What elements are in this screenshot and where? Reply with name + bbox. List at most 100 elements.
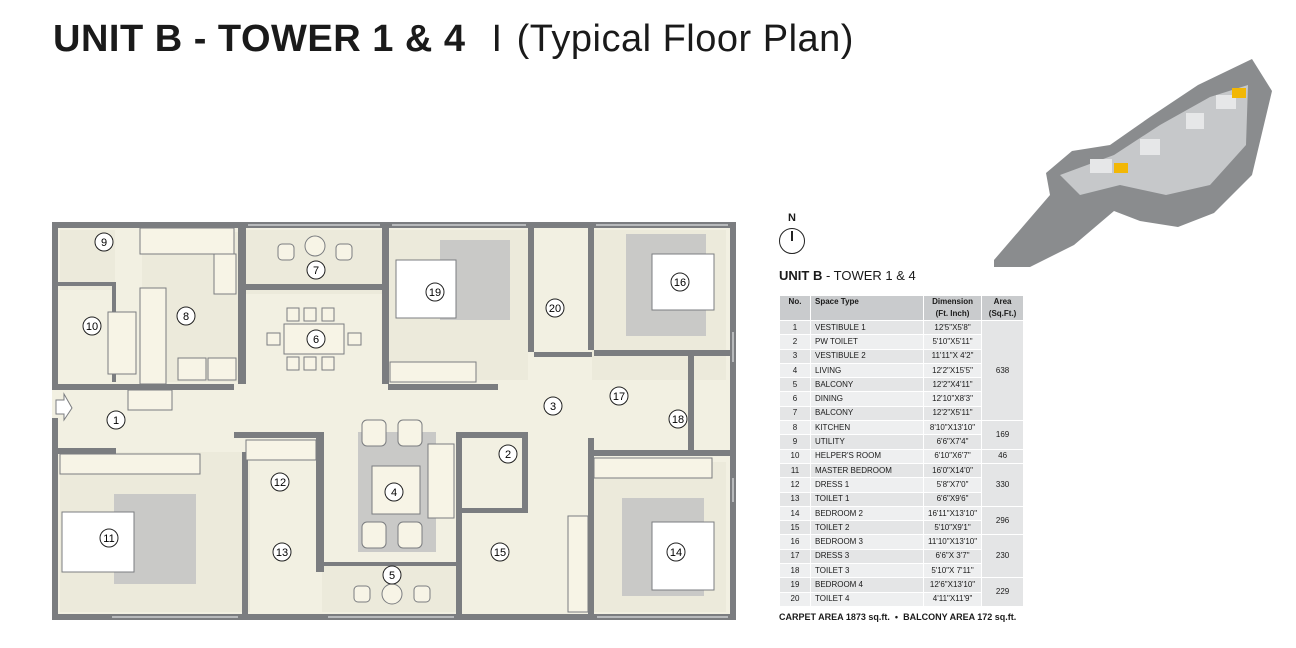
row-area: 230 (981, 534, 1025, 579)
row-space-type: DINING (810, 391, 924, 407)
svg-text:16: 16 (674, 277, 686, 289)
row-number: 5 (779, 377, 811, 393)
row-number: 1 (779, 319, 811, 336)
row-dimension: 5'8"X7'0" (922, 477, 983, 493)
row-space-type: BEDROOM 2 (810, 505, 924, 522)
row-dimension: 5'10"X5'11" (922, 334, 983, 350)
row-space-type: BALCONY (810, 377, 924, 393)
svg-text:7: 7 (313, 265, 319, 277)
row-area: 330 (981, 462, 1025, 507)
row-space-type: KITCHEN (810, 420, 924, 436)
row-area: 638 (981, 319, 1025, 422)
svg-text:6: 6 (313, 334, 319, 346)
site-key-map (994, 59, 1272, 267)
area-summary: CARPET AREA 1873 sq.ft. • BALCONY AREA 1… (779, 612, 1016, 622)
room-7-marker: 7 (306, 260, 326, 280)
balcony-area-label: BALCONY AREA (903, 612, 975, 622)
room-6-marker: 6 (306, 329, 326, 349)
row-space-type: DRESS 3 (810, 548, 924, 565)
room-4-marker: 4 (384, 482, 404, 502)
row-number: 19 (779, 577, 811, 593)
row-space-type: TOILET 1 (810, 491, 924, 507)
room-20-marker: 20 (545, 298, 565, 318)
title-unit-tower: UNIT B - TOWER 1 & 4 (53, 18, 466, 60)
row-dimension: 8'10"X13'10" (922, 420, 983, 436)
room-11-marker: 11 (99, 528, 119, 548)
title-subtitle: (Typical Floor Plan) (516, 18, 854, 60)
svg-text:8: 8 (183, 311, 189, 323)
row-dimension: 12'6"X13'10" (922, 577, 983, 593)
row-dimension: 6'6"X 3'7" (922, 548, 983, 565)
row-space-type: TOILET 3 (810, 563, 924, 579)
svg-text:15: 15 (494, 547, 506, 559)
row-dimension: 5'10"X9'1" (922, 520, 983, 536)
row-space-type: MASTER BEDROOM (810, 462, 924, 479)
balcony-area-value: 172 sq.ft. (977, 612, 1017, 622)
row-area: 296 (981, 505, 1025, 536)
carpet-area-label: CARPET AREA (779, 612, 844, 622)
row-number: 8 (779, 420, 811, 436)
svg-text:11: 11 (103, 533, 114, 545)
compass: N (776, 212, 808, 260)
row-dimension: 6'6"X9'6" (922, 491, 983, 507)
room-15-marker: 15 (490, 542, 510, 562)
row-number: 4 (779, 362, 811, 379)
svg-text:2: 2 (505, 449, 511, 461)
unit-heading: UNIT B - TOWER 1 & 4 (779, 268, 916, 283)
row-dimension: 12'2"X4'11" (922, 377, 983, 393)
svg-text:19: 19 (429, 287, 441, 299)
room-markers: 1 2 3 4 5 6 7 8 9 10 11 12 13 14 15 16 1… (82, 232, 690, 585)
row-dimension: 11'10"X13'10" (922, 534, 983, 550)
room-3-marker: 3 (543, 396, 563, 416)
svg-text:5: 5 (389, 570, 395, 582)
row-number: 9 (779, 434, 811, 450)
row-number: 13 (779, 491, 811, 507)
highlight-tower-1 (1114, 163, 1128, 173)
row-space-type: TOILET 4 (810, 591, 924, 607)
area-table: No. Space Type Dimension (Ft. Inch) Area… (779, 295, 1025, 607)
room-1-marker: 1 (106, 410, 126, 430)
header-space-type: Space Type (810, 295, 924, 321)
row-dimension: 16'11"X13'10" (922, 505, 983, 522)
row-space-type: VESTIBULE 1 (810, 319, 924, 336)
header-area: Area (Sq.Ft.) (981, 295, 1025, 321)
row-number: 7 (779, 405, 811, 422)
row-area: 229 (981, 577, 1025, 607)
wardrobes (59, 361, 713, 613)
row-dimension: 6'6"X7'4" (922, 434, 983, 450)
room-17-marker: 17 (609, 386, 629, 406)
row-dimension: 12'5"X5'8" (922, 319, 983, 336)
room-19-marker: 19 (425, 282, 445, 302)
kitchen-counters (107, 227, 237, 385)
compass-icon (779, 228, 805, 254)
area-table-header: No. Space Type Dimension (Ft. Inch) Area… (779, 295, 1025, 321)
row-space-type: UTILITY (810, 434, 924, 450)
entry-arrow-icon (55, 392, 73, 422)
row-number: 18 (779, 563, 811, 579)
highlight-tower-4 (1232, 88, 1246, 98)
room-2-marker: 2 (498, 444, 518, 464)
svg-text:1: 1 (113, 415, 119, 427)
row-space-type: BEDROOM 4 (810, 577, 924, 593)
svg-text:10: 10 (86, 321, 98, 333)
room-5-marker: 5 (382, 565, 402, 585)
row-space-type: VESTIBULE 2 (810, 348, 924, 364)
row-dimension: 12'10"X8'3" (922, 391, 983, 407)
row-dimension: 12'2"X5'11" (922, 405, 983, 422)
row-number: 2 (779, 334, 811, 350)
bed-master (61, 511, 135, 573)
summary-bullet: • (894, 612, 899, 622)
unit-heading-rest: - TOWER 1 & 4 (822, 268, 916, 283)
row-space-type: BALCONY (810, 405, 924, 422)
svg-text:4: 4 (391, 487, 397, 499)
row-dimension: 4'11"X11'9" (922, 591, 983, 607)
